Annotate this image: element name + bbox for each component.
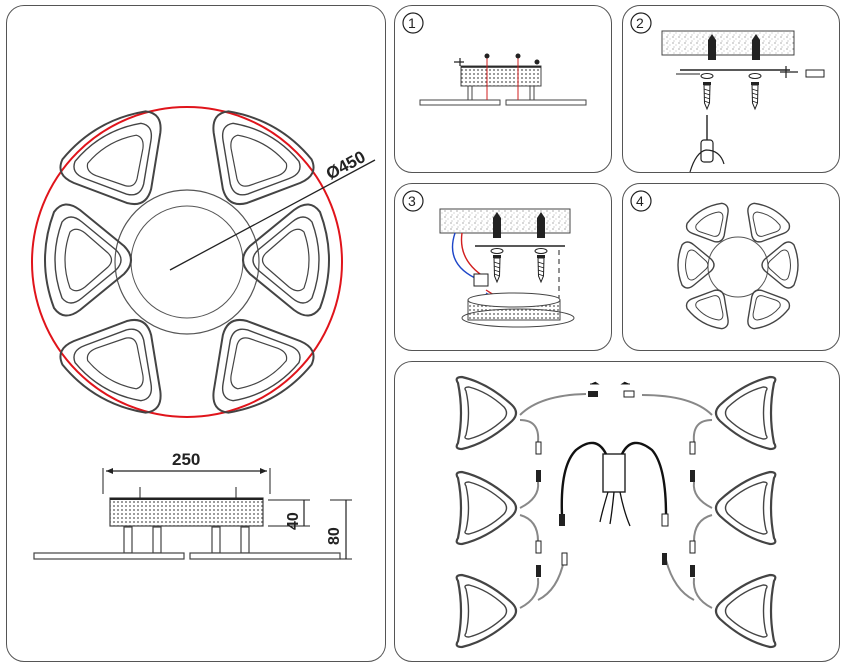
step-2-number: 2 (636, 15, 644, 31)
driver-box-icon (559, 441, 669, 527)
step-3-number: 3 (408, 193, 416, 209)
width-label: 250 (172, 450, 200, 469)
step-4-diagram: 4 (630, 190, 799, 335)
wiring-diagram (455, 375, 777, 649)
step-1-panel (394, 5, 612, 173)
total-height-label: 80 (326, 527, 343, 545)
lamp-side-view: 250 40 80 (33, 450, 352, 560)
body-height-label: 40 (285, 512, 302, 530)
step-3-diagram: 3 (402, 190, 575, 328)
screwdriver-icon (689, 115, 725, 173)
step-1-diagram: 1 (402, 12, 587, 106)
step-1-number: 1 (408, 15, 416, 31)
step-4-panel (622, 183, 840, 351)
step-4-number: 4 (636, 193, 644, 209)
step-2-diagram: 2 (630, 12, 825, 173)
lamp-top-view: Ø450 (31, 98, 376, 426)
diameter-label: Ø450 (323, 147, 369, 183)
